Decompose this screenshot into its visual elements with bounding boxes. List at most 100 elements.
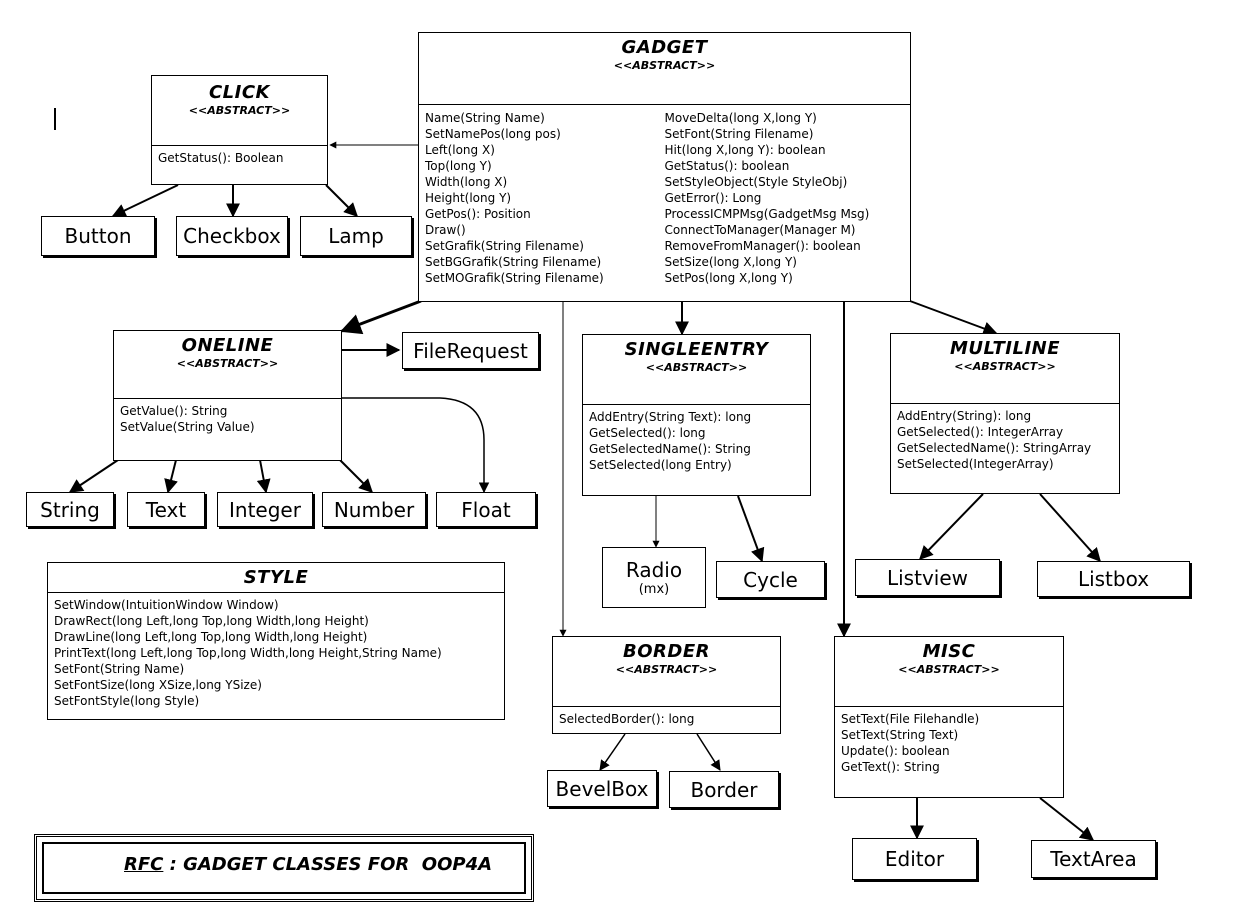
text-cursor (54, 108, 56, 130)
class-singleentry-methods: AddEntry(String Text): long GetSelected(… (583, 405, 810, 477)
method: Height(long Y) (425, 191, 512, 205)
edge-oneline-float (342, 397, 490, 494)
method: SetWindow(IntuitionWindow Window) (54, 598, 279, 612)
leaf-text: Text (127, 492, 205, 527)
leaf-filerequest: FileRequest (402, 332, 539, 369)
leaf-integer: Integer (217, 492, 313, 527)
leaf-listbox: Listbox (1037, 561, 1190, 597)
class-border-stereotype: <<ABSTRACT>> (615, 663, 718, 676)
class-style-name: STYLE (243, 567, 309, 588)
class-oneline: ONELINE <<ABSTRACT>> GetValue(): String … (113, 330, 342, 461)
class-border-name: BORDER (623, 641, 710, 662)
method: AddEntry(String Text): long (589, 410, 752, 424)
method: SetValue(String Value) (120, 420, 255, 434)
class-oneline-stereotype: <<ABSTRACT>> (176, 357, 279, 370)
method: Top(long Y) (425, 159, 492, 173)
leaf-editor: Editor (852, 838, 977, 880)
leaf-lamp: Lamp (300, 216, 412, 256)
method: SetStyleObject(Style StyleObj) (664, 175, 848, 189)
method: GetSelected(): IntegerArray (897, 425, 1064, 439)
class-singleentry-name: SINGLEENTRY (624, 339, 769, 360)
method: GetText(): String (841, 760, 940, 774)
diagram-note: RFC : GADGET CLASSES FOR OOP4A (34, 834, 534, 902)
class-gadget-header: GADGET <<ABSTRACT>> (419, 33, 910, 105)
method: SetPos(long X,long Y) (664, 271, 793, 285)
leaf-textarea: TextArea (1031, 840, 1156, 878)
class-gadget-name: GADGET (621, 37, 708, 58)
edge-gadget-multiline (909, 300, 998, 336)
class-border-header: BORDER <<ABSTRACT>> (553, 637, 780, 707)
edge-oneline-integer (256, 459, 271, 494)
method: RemoveFromManager(): boolean (664, 239, 861, 253)
edge-multiline-listview (919, 493, 984, 561)
class-click-name: CLICK (208, 82, 271, 103)
leaf-float: Float (436, 492, 536, 527)
diagram-note-inner: RFC : GADGET CLASSES FOR OOP4A (42, 842, 526, 894)
method: Update(): boolean (841, 744, 950, 758)
leaf-bevelbox: BevelBox (547, 770, 657, 807)
class-misc: MISC <<ABSTRACT>> SetText(File Filehandl… (834, 636, 1064, 798)
method: SetBGGrafik(String Filename) (425, 255, 602, 269)
leaf-checkbox: Checkbox (176, 216, 288, 256)
method: GetSelectedName(): String (589, 442, 751, 456)
method: DrawRect(long Left,long Top,long Width,l… (54, 614, 369, 628)
leaf-string: String (26, 492, 114, 527)
method: SetText(String Text) (841, 728, 959, 742)
class-misc-name: MISC (922, 641, 976, 662)
class-multiline-name: MULTILINE (949, 338, 1061, 359)
edge-border-border (696, 733, 721, 771)
class-misc-methods: SetText(File Filehandle) SetText(String … (835, 707, 1063, 779)
gadget-methods-right: MoveDelta(long X,long Y) SetFont(String … (664, 110, 905, 285)
class-click-header: CLICK <<ABSTRACT>> (152, 76, 327, 146)
method: AddEntry(String): long (897, 409, 1032, 423)
edge-oneline-string (68, 459, 119, 493)
leaf-radio-sublabel: (mx) (638, 581, 670, 597)
class-click: CLICK <<ABSTRACT>> GetStatus(): Boolean (151, 75, 328, 185)
method: SetSize(long X,long Y) (664, 255, 798, 269)
method: Draw() (425, 223, 466, 237)
method: SetFontSize(long XSize,long YSize) (54, 678, 262, 692)
method: SetFontStyle(long Style) (54, 694, 200, 708)
method: Name(String Name) (425, 111, 545, 125)
class-singleentry-stereotype: <<ABSTRACT>> (645, 361, 748, 374)
method: SetText(File Filehandle) (841, 712, 980, 726)
leaf-radio: Radio (mx) (602, 547, 706, 608)
leaf-button: Button (41, 216, 155, 256)
class-multiline: MULTILINE <<ABSTRACT>> AddEntry(String):… (890, 333, 1120, 494)
class-oneline-methods: GetValue(): String SetValue(String Value… (114, 399, 341, 439)
class-gadget-stereotype: <<ABSTRACT>> (613, 59, 716, 72)
method: SetSelected(long Entry) (589, 458, 732, 472)
edge-singleentry-cycle (737, 495, 765, 563)
class-multiline-methods: AddEntry(String): long GetSelected(): In… (891, 404, 1119, 476)
edge-multiline-listbox (1039, 493, 1101, 563)
class-border-methods: SelectedBorder(): long (553, 707, 780, 731)
method: SetMOGrafik(String Filename) (425, 271, 604, 285)
method: SetGrafik(String Filename) (425, 239, 584, 253)
leaf-number: Number (322, 492, 426, 527)
edge-oneline-text (164, 459, 178, 494)
method: DrawLine(long Left,long Top,long Width,l… (54, 630, 368, 644)
method: Left(long X) (425, 143, 495, 157)
class-singleentry: SINGLEENTRY <<ABSTRACT>> AddEntry(String… (582, 334, 811, 496)
method: SetFont(String Filename) (664, 127, 814, 141)
method: GetPos(): Position (425, 207, 531, 221)
method: ProcessICMPMsg(GadgetMsg Msg) (664, 207, 870, 221)
edge-misc-textarea (1039, 797, 1095, 841)
method: SetFont(String Name) (54, 662, 185, 676)
edge-click-button (111, 184, 179, 217)
method: GetError(): Long (664, 191, 762, 205)
class-click-methods: GetStatus(): Boolean (152, 146, 327, 170)
gadget-methods-left: Name(String Name) SetNamePos(long pos) L… (425, 110, 665, 285)
leaf-border: Border (669, 771, 779, 808)
class-style: STYLE SetWindow(IntuitionWindow Window) … (47, 562, 505, 720)
class-gadget-methods: Name(String Name) SetNamePos(long pos) L… (419, 105, 910, 285)
diagram-note-body: : GADGET CLASSES FOR OOP4A (163, 854, 493, 875)
method: MoveDelta(long X,long Y) (664, 111, 817, 125)
method: GetValue(): String (120, 404, 228, 418)
method: PrintText(long Left,long Top,long Width,… (54, 646, 442, 660)
method: GetSelectedName(): StringArray (897, 441, 1092, 455)
class-border: BORDER <<ABSTRACT>> SelectedBorder(): lo… (552, 636, 781, 734)
class-click-stereotype: <<ABSTRACT>> (188, 104, 291, 117)
edge-gadget-oneline (340, 299, 422, 335)
